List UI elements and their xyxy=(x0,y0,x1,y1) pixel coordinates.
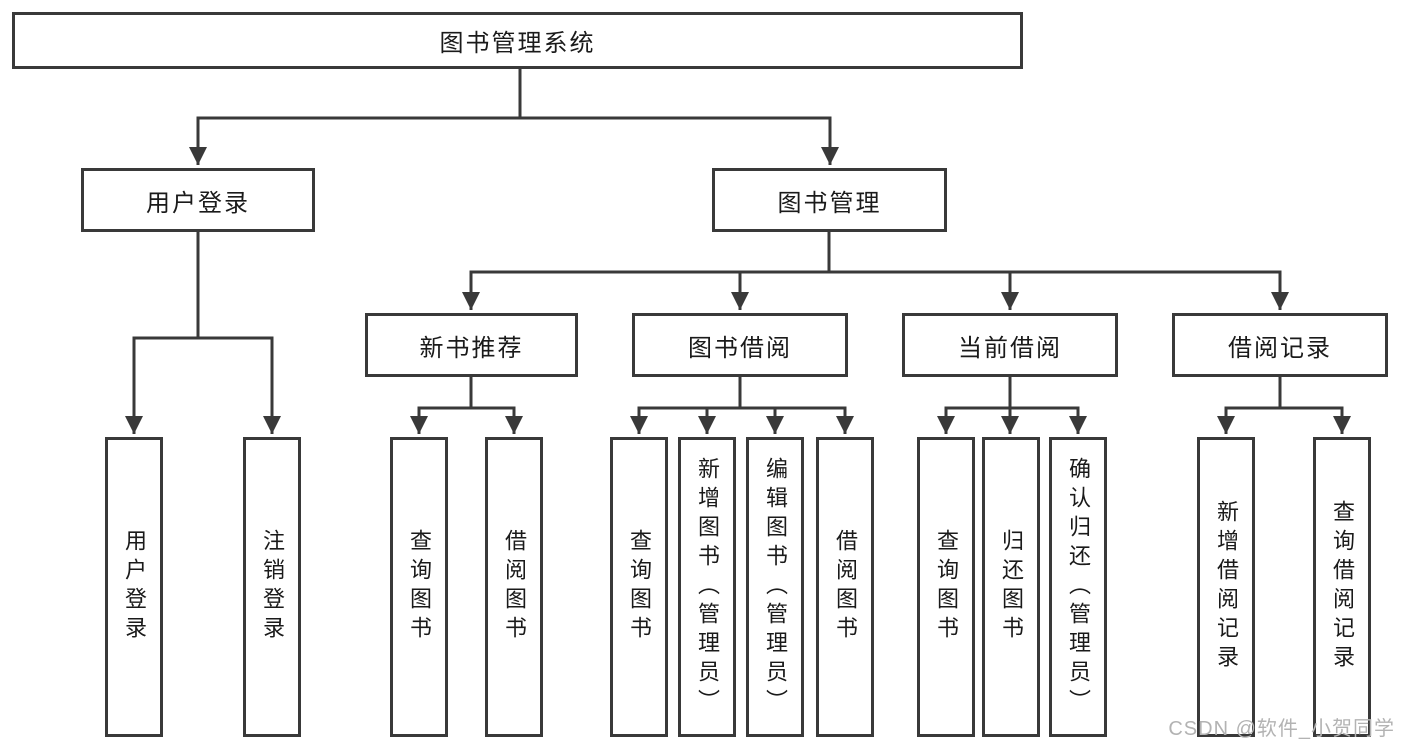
node-new-book-recommend: 新书推荐 xyxy=(365,313,578,377)
leaf-bb-add-books-admin: 新增图书（管理员） xyxy=(678,437,736,737)
leaf-br-add-record: 新增借阅记录 xyxy=(1197,437,1255,737)
node-current-borrowing: 当前借阅 xyxy=(902,313,1118,377)
leaf-logout: 注销登录 xyxy=(243,437,301,737)
node-book-management: 图书管理 xyxy=(712,168,947,232)
leaf-cb-return-books: 归还图书 xyxy=(982,437,1040,737)
leaf-bb-edit-books-admin: 编辑图书（管理员） xyxy=(746,437,804,737)
node-borrow-records: 借阅记录 xyxy=(1172,313,1388,377)
leaf-br-query-record: 查询借阅记录 xyxy=(1313,437,1371,737)
leaf-bb-query-books: 查询图书 xyxy=(610,437,668,737)
node-user-login: 用户登录 xyxy=(81,168,315,232)
leaf-cb-query-books: 查询图书 xyxy=(917,437,975,737)
leaf-cb-confirm-return-admin: 确认归还（管理员） xyxy=(1049,437,1107,737)
leaf-nbr-borrow-books: 借阅图书 xyxy=(485,437,543,737)
csdn-watermark: CSDN @软件_小贺同学 xyxy=(1168,718,1395,740)
leaf-user-login: 用户登录 xyxy=(105,437,163,737)
node-book-borrowing: 图书借阅 xyxy=(632,313,848,377)
leaf-nbr-query-books: 查询图书 xyxy=(390,437,448,737)
node-library-system: 图书管理系统 xyxy=(12,12,1023,69)
leaf-bb-borrow-books: 借阅图书 xyxy=(816,437,874,737)
